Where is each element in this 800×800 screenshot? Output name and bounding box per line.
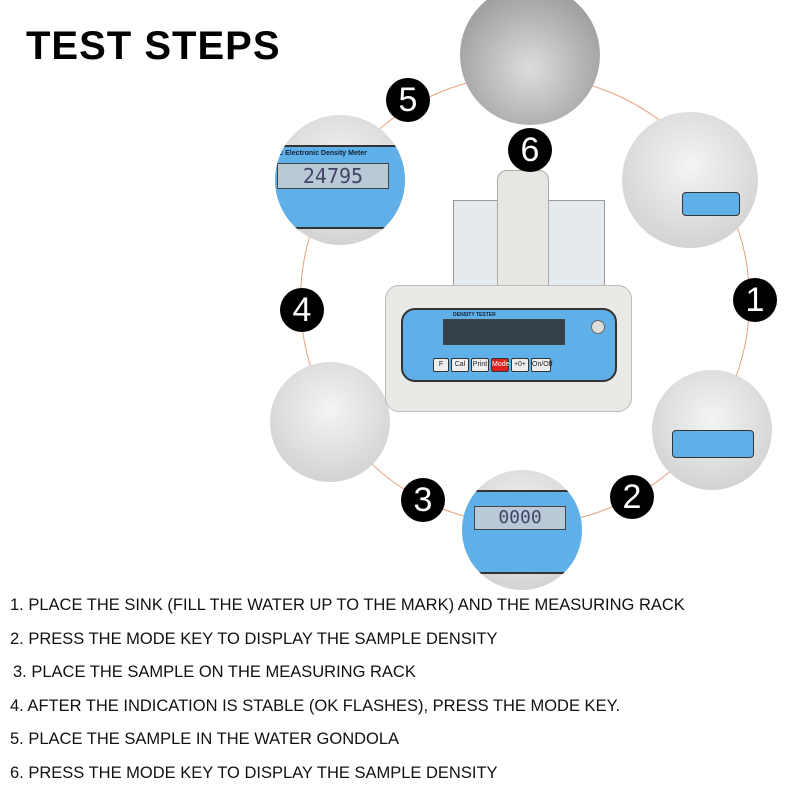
panel-header: tic Electronic Density Meter <box>275 150 367 157</box>
step-2-text: 2. PRESS THE MODE KEY TO DISPLAY THE SAM… <box>10 629 498 648</box>
page-title: TEST STEPS <box>26 24 281 68</box>
density-meter: DENSITY TESTER F Cal Print Mode +0+ On/O… <box>385 170 632 412</box>
step-1-photo <box>622 112 758 248</box>
steps-list: 1. PLACE THE SINK (FILL THE WATER UP TO … <box>10 596 800 797</box>
cal-key[interactable]: Cal <box>451 358 469 372</box>
step-5-photo <box>460 0 600 125</box>
step-3-photo <box>270 362 390 482</box>
step-6-text: 6. PRESS THE MODE KEY TO DISPLAY THE SAM… <box>10 763 498 782</box>
step-2-photo <box>652 370 772 490</box>
mode-key[interactable]: Mode <box>491 358 510 372</box>
step-badge-5: 5 <box>386 78 430 122</box>
lcd-readout-zero: 0000 <box>474 506 566 530</box>
f-key[interactable]: F <box>433 358 449 372</box>
control-panel: DENSITY TESTER F Cal Print Mode +0+ On/O… <box>401 308 617 382</box>
step-badge-4: 4 <box>280 288 324 332</box>
power-key[interactable]: On/Off <box>531 358 553 372</box>
step-badge-2: 2 <box>610 475 654 519</box>
step-badge-1: 1 <box>733 278 777 322</box>
lcd-readout: 24795 <box>277 163 389 189</box>
step-badge-6: 6 <box>508 128 552 172</box>
step-4-photo: tic Electronic Density Meter 24795 <box>275 115 405 245</box>
step-6-photo: 0000 <box>462 470 582 590</box>
indicator-light <box>591 320 605 334</box>
step-4-text: 4. AFTER THE INDICATION IS STABLE (OK FL… <box>10 696 621 715</box>
print-key[interactable]: Print <box>471 358 489 372</box>
step-badge-3: 3 <box>401 478 445 522</box>
lcd-screen <box>443 319 565 345</box>
brand-label: DENSITY TESTER <box>453 312 496 318</box>
step-5-text: 5. PLACE THE SAMPLE IN THE WATER GONDOLA <box>10 730 400 748</box>
step-3-text: 3. PLACE THE SAMPLE ON THE MEASURING RAC… <box>13 663 416 681</box>
step-1-text: 1. PLACE THE SINK (FILL THE WATER UP TO … <box>10 596 685 614</box>
tare-key[interactable]: +0+ <box>511 358 529 372</box>
rack-frame <box>497 170 549 302</box>
